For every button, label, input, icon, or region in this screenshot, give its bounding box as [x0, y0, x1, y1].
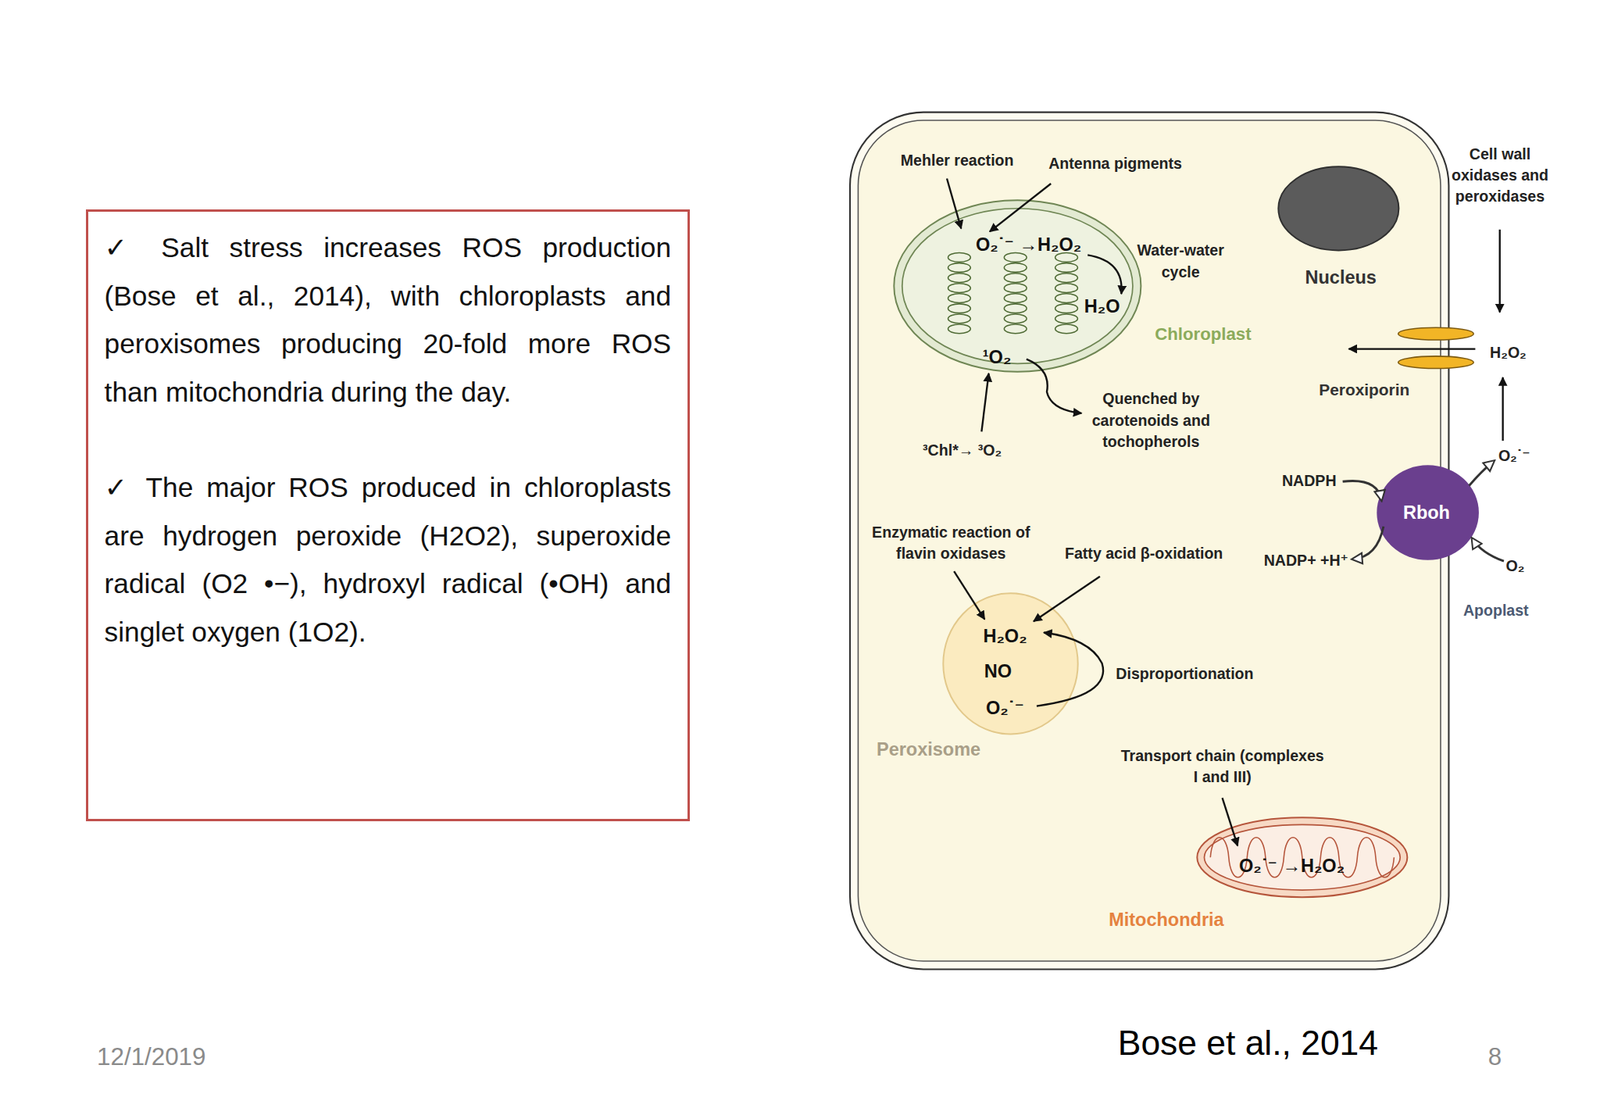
node-outline — [1277, 165, 1400, 252]
chemical-species: O₂˙⁻ →H₂O₂ — [1239, 853, 1345, 876]
leader-arrow — [1499, 229, 1501, 313]
annotation-label: Mehler reaction — [900, 150, 1015, 172]
peroxiporin-node: Peroxiporin — [1396, 326, 1476, 370]
annotation-label: Transport chain (complexes I and III) — [1120, 744, 1325, 788]
mitochondria-node: MitochondriaO₂˙⁻ →H₂O₂ — [1196, 816, 1409, 898]
annotation-label: Enzymatic reaction of flavin oxidases — [851, 521, 1051, 565]
thylakoid-disc — [1055, 303, 1079, 314]
thylakoid-disc — [947, 324, 971, 334]
chemical-species: NO — [984, 660, 1012, 683]
organelle-label: Peroxisome — [876, 738, 981, 761]
organelle-shape — [1397, 356, 1474, 369]
organelle-shape — [1278, 166, 1400, 250]
organelle-shape — [1203, 824, 1400, 890]
leader-arrow — [981, 373, 989, 432]
annotation-label: O₂ — [1506, 555, 1525, 577]
node-outline — [1396, 326, 1476, 370]
chemical-species: H₂O — [1084, 295, 1121, 318]
thylakoid-disc — [947, 292, 971, 303]
leader-arrow — [1501, 377, 1504, 441]
organelle-shape — [1196, 817, 1408, 897]
plasma-membrane — [857, 120, 1441, 961]
thylakoid-disc — [947, 282, 971, 293]
thylakoid-disc — [1003, 272, 1027, 283]
slide-footer: 12/1/2019 — [96, 1039, 206, 1075]
organelle-shape — [902, 207, 1133, 364]
thylakoid-disc — [1055, 262, 1079, 272]
thylakoid-disc — [947, 272, 971, 283]
open-arrow — [1469, 460, 1494, 486]
annotation-label: Fatty acid β-oxidation — [1064, 543, 1223, 565]
thylakoid-disc — [1003, 303, 1027, 314]
thylakoid-disc — [947, 262, 971, 272]
annotation-label: ³Chl*→ ³O₂ — [922, 440, 1002, 462]
organelle-label: Rboh — [1403, 501, 1450, 524]
thylakoid-disc — [1055, 314, 1079, 324]
thylakoid-disc — [1055, 324, 1079, 334]
thylakoid-disc — [1003, 282, 1027, 293]
figure-caption: Bose et al., 2014 — [1117, 1018, 1379, 1068]
open-arrow — [1471, 538, 1504, 561]
annotation-label: Antenna pigments — [1048, 153, 1183, 175]
chemical-species: ¹O₂ — [982, 346, 1012, 368]
thylakoid-disc — [947, 303, 971, 314]
slide-footer: 8 — [1488, 1039, 1502, 1075]
organelle-label: Mitochondria — [1108, 908, 1225, 931]
organelle-label: Chloroplast — [1154, 324, 1251, 346]
leader-arrow — [1348, 347, 1475, 350]
chloroplast-node: ChloroplastO₂˙⁻ →H₂O₂H₂O¹O₂ — [892, 199, 1143, 373]
thylakoid-disc — [947, 314, 971, 324]
organelle-shape — [942, 592, 1078, 734]
open-arrow — [1353, 526, 1384, 560]
annotation-label: Cell wall oxidases and peroxidases — [1439, 143, 1561, 208]
nucleus-node: Nucleus — [1277, 165, 1400, 252]
organelle-shape — [893, 200, 1141, 372]
thylakoid-disc — [1003, 324, 1027, 334]
bullet-paragraph: ✓ The major ROS produced in chloroplasts… — [104, 463, 672, 656]
thylakoid-disc — [1055, 282, 1079, 293]
annotation-label: NADP+ +H⁺ — [1264, 550, 1349, 572]
chemical-species: O₂˙⁻ →H₂O₂ — [975, 233, 1082, 256]
annotation-label: H₂O₂ — [1489, 342, 1527, 364]
rboh-node: Rboh — [1375, 464, 1480, 561]
organelle-label: Peroxiporin — [1318, 379, 1410, 400]
chemical-species: O₂˙⁻ — [985, 696, 1025, 719]
organelle-label: Nucleus — [1305, 266, 1377, 289]
cell-wall — [850, 112, 1449, 970]
annotation-label: Quenched by carotenoids and tochopherols — [1074, 388, 1228, 453]
node-outline — [892, 199, 1143, 373]
annotation-label: Apoplast — [1463, 600, 1529, 622]
open-arrow — [1342, 480, 1383, 500]
annotation-label: O₂˙⁻ — [1498, 445, 1531, 467]
annotation-label: Disproportionation — [1115, 664, 1254, 686]
bullet-paragraph: ✓ Salt stress increases ROS production (… — [104, 223, 672, 416]
peroxisome-node: PeroxisomeH₂O₂NOO₂˙⁻ — [942, 592, 1079, 736]
cristae — [1210, 837, 1394, 878]
organelle-shape — [1397, 327, 1474, 340]
annotation-label: NADPH — [1282, 471, 1337, 493]
thylakoid-disc — [1055, 272, 1079, 283]
text-box: ✓ Salt stress increases ROS production (… — [85, 209, 690, 822]
chemical-species: H₂O₂ — [982, 625, 1027, 647]
thylakoid-disc — [947, 252, 971, 262]
thylakoid-disc — [1055, 292, 1079, 303]
thylakoid-disc — [1003, 314, 1027, 324]
thylakoid-disc — [1003, 292, 1027, 303]
organelle-shape — [1376, 465, 1479, 561]
thylakoid-disc — [1003, 262, 1027, 272]
annotation-label: Water-water cycle — [1124, 239, 1237, 283]
